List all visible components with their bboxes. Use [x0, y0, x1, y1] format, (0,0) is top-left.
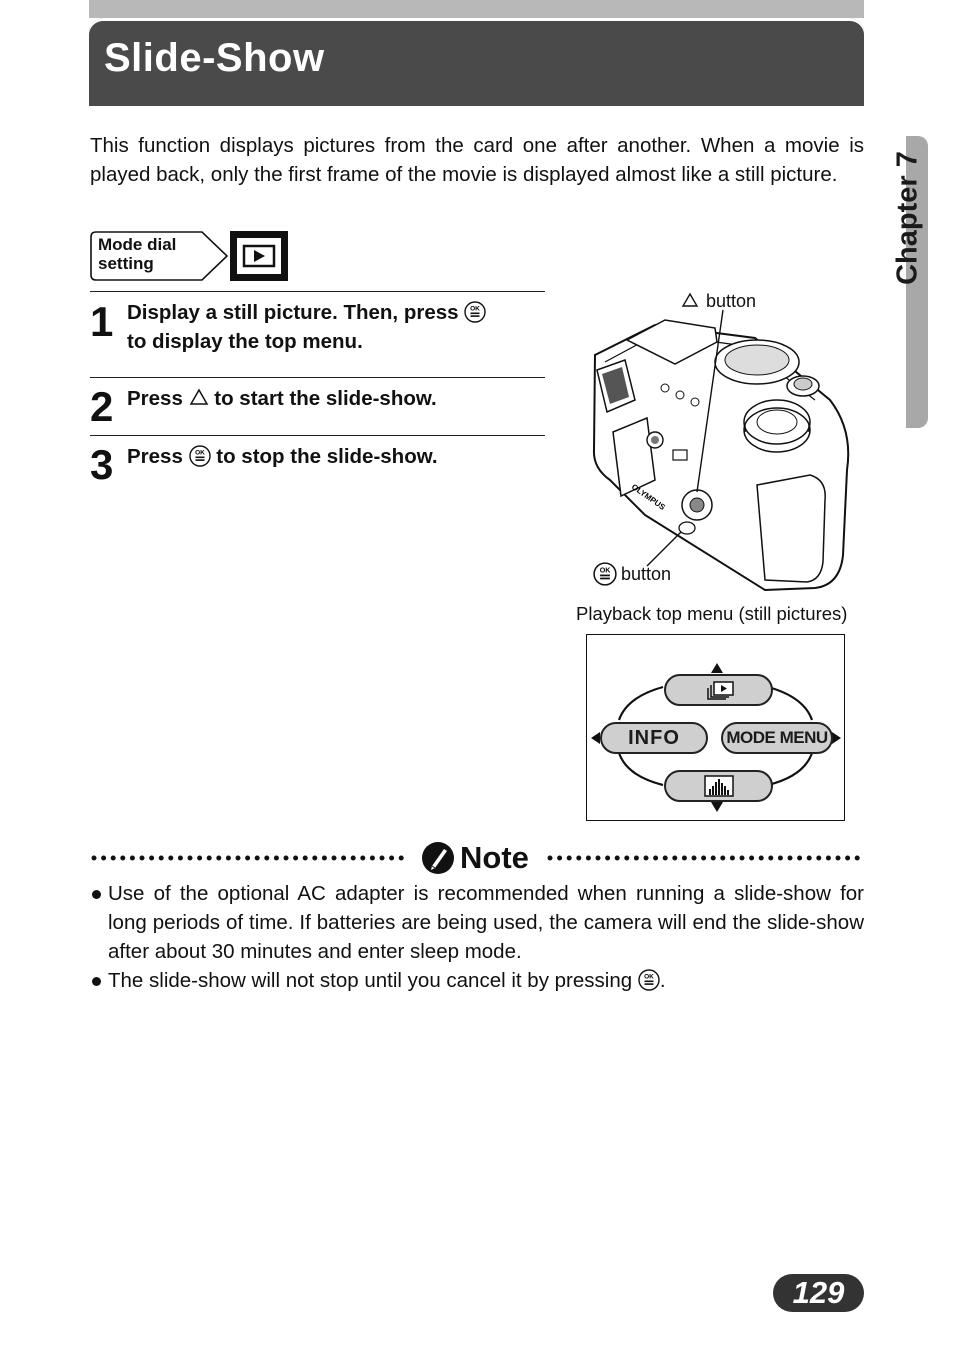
step-2: 2 Press to start the slide-show.	[90, 377, 545, 436]
step-1: 1 Display a still picture. Then, press O…	[90, 291, 545, 378]
mode-dial-label: Mode dial setting	[90, 231, 229, 281]
camera-illustration: OLYMPUS	[592, 309, 850, 592]
step-1-text: Display a still picture. Then, press OK …	[127, 298, 542, 356]
page-number: 129	[773, 1274, 864, 1312]
note-dotted-rule	[91, 855, 863, 861]
svg-text:OK: OK	[195, 450, 205, 457]
ok-button-icon: OK	[638, 969, 660, 991]
up-button-label: button	[706, 291, 757, 311]
menu-arcs	[591, 663, 841, 812]
menu-down-arrow	[711, 802, 723, 812]
step-1-text-a: Display a still picture. Then, press	[127, 301, 459, 324]
ok-button-icon: OK	[464, 301, 486, 323]
note-pencil-icon	[422, 842, 454, 874]
menu-item-mode-menu-label: MODE MENU	[726, 728, 828, 747]
note-bullet-2-end: .	[659, 969, 666, 992]
menu-item-mode-menu[interactable]: MODE MENU	[721, 722, 833, 754]
intro-paragraph: This function displays pictures from the…	[90, 134, 864, 186]
title-banner	[89, 18, 864, 106]
ok-button-icon: OK	[593, 562, 617, 586]
step-2-text-b: to start the slide-show.	[214, 387, 437, 410]
playback-glyph	[242, 244, 276, 268]
step-3: 3 Press OK to stop the slide-show.	[90, 435, 545, 494]
chapter-label: Chapter 7	[878, 142, 938, 302]
ok-button-label: button	[621, 564, 672, 584]
mode-dial-text-line2: setting	[98, 254, 154, 273]
playback-icon	[230, 231, 288, 281]
menu-up-arrow	[711, 663, 723, 673]
histogram-icon	[704, 775, 734, 797]
step-3-text-a: Press	[127, 445, 183, 468]
step-2-text: Press to start the slide-show.	[127, 384, 542, 413]
playback-top-menu: INFO MODE MENU	[586, 634, 845, 821]
header-top-strip	[89, 0, 864, 18]
chapter-label-text: Chapter 7	[891, 151, 924, 285]
note-title: Note	[460, 840, 529, 875]
svg-text:OK: OK	[600, 566, 612, 574]
ok-button-icon: OK	[188, 445, 211, 467]
menu-item-info[interactable]: INFO	[600, 722, 708, 754]
page-title: Slide-Show	[104, 36, 325, 80]
menu-item-info-label: INFO	[628, 727, 680, 749]
mode-dial-tag-shape	[90, 231, 229, 281]
step-1-number: 1	[90, 298, 114, 345]
menu-item-slideshow[interactable]	[664, 674, 773, 706]
step-3-text: Press OK to stop the slide-show.	[127, 442, 542, 471]
slideshow-icon	[707, 681, 734, 700]
step-2-text-a: Press	[127, 387, 183, 410]
note-bullet-1: Use of the optional AC adapter is recomm…	[90, 879, 864, 966]
chapter-tab	[906, 136, 928, 428]
step-3-number: 3	[90, 441, 114, 488]
menu-right-arrow	[832, 732, 841, 744]
menu-left-arrow	[591, 732, 600, 744]
up-arrow-icon	[189, 388, 208, 405]
step-1-text-b: to display the top menu.	[127, 330, 363, 353]
step-2-number: 2	[90, 383, 114, 430]
note-header: Note	[90, 840, 864, 876]
note-body: Use of the optional AC adapter is recomm…	[90, 879, 864, 995]
mode-dial-text: Mode dial setting	[98, 235, 176, 273]
svg-text:OK: OK	[644, 974, 654, 981]
mode-dial-text-line1: Mode dial	[98, 235, 177, 254]
svg-text:OK: OK	[470, 306, 480, 313]
menu-item-histogram[interactable]	[664, 770, 773, 802]
up-arrow-icon	[681, 292, 699, 307]
note-bullet-2: The slide-show will not stop until you c…	[90, 966, 864, 995]
step-3-text-b: to stop the slide-show.	[216, 445, 438, 468]
menu-caption: Playback top menu (still pictures)	[576, 603, 848, 624]
note-bullet-2-text: The slide-show will not stop until you c…	[108, 969, 633, 992]
